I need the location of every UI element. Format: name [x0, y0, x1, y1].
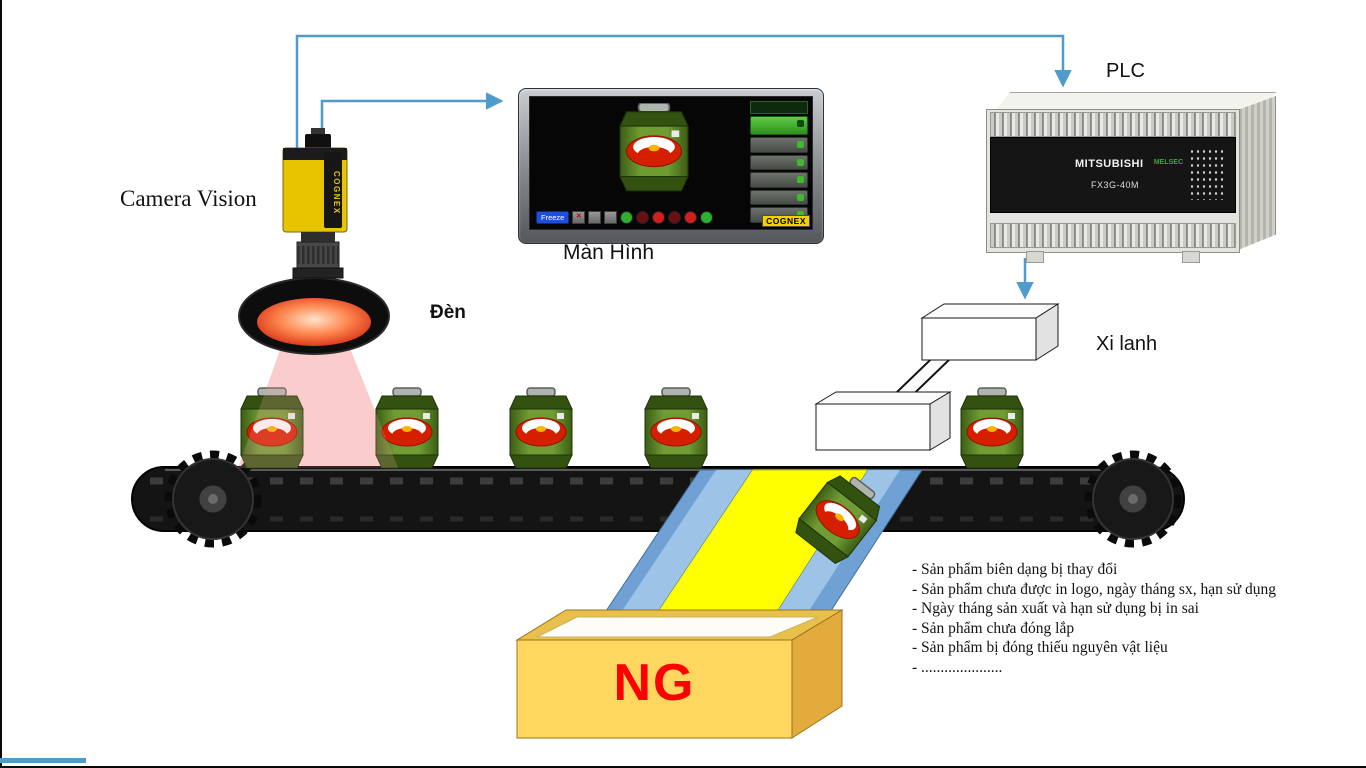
screen-menu-item: [750, 115, 808, 136]
hmi-monitor: Freeze ✕ COGNEX: [518, 88, 824, 244]
plc-brand-text: MITSUBISHI: [1075, 158, 1144, 170]
tool-icon: [604, 210, 618, 224]
plc-terminal-strip: [990, 112, 1236, 137]
menu-icon: [797, 211, 804, 219]
screen-led: [668, 210, 682, 224]
menu-icon: [797, 158, 804, 166]
cylinder-label: Xi lanh: [1096, 333, 1158, 355]
ng-box-inside: [536, 616, 819, 638]
menu-icon: [797, 176, 804, 184]
hmi-screen: Freeze ✕ COGNEX: [529, 96, 813, 230]
screen-menu-item: [750, 154, 808, 171]
cylinder-assembly: [814, 303, 1060, 451]
plc-front-face: MITSUBISHI MELSEC FX3G-40M: [986, 109, 1240, 253]
screen-toolbar: Freeze ✕: [536, 210, 714, 224]
ng-box-front: [516, 639, 793, 739]
plc-terminal-strip: [990, 223, 1236, 248]
menu-icon: [797, 141, 804, 149]
can-4: [644, 387, 708, 469]
screen-led: [652, 210, 666, 224]
defect-line: - .....................: [912, 658, 1003, 676]
plc-led-grid: [1189, 148, 1227, 200]
screen-led: [700, 210, 714, 224]
camera-label: Camera Vision: [120, 186, 257, 211]
plc-series-text: MELSEC: [1153, 159, 1183, 166]
screen-menu-panel: [750, 101, 808, 224]
screen-can-image: [619, 103, 689, 192]
ng-box: [515, 609, 844, 739]
can-3: [509, 387, 573, 469]
conveyor-belt: [131, 450, 1185, 548]
slide-bottom-border: [0, 766, 1366, 768]
camera-brand-text: COGNEX: [332, 171, 341, 215]
slide-left-border: [0, 0, 2, 768]
screen-led: [636, 210, 650, 224]
can-5: [960, 387, 1024, 469]
defect-line: - Ngày tháng sản xuất và hạn sử dụng bị …: [912, 600, 1199, 617]
slide-corner-accent: [0, 758, 86, 763]
plc-device: MITSUBISHI MELSEC FX3G-40M: [986, 92, 1276, 268]
ring-light-glow: [257, 298, 371, 346]
menu-icon: [797, 119, 804, 127]
plc-label: PLC: [1106, 60, 1145, 82]
screen-menu-item: [750, 189, 808, 206]
ng-label: NG: [613, 654, 696, 712]
freeze-button: Freeze: [536, 210, 570, 224]
screen-menu-item: [750, 172, 808, 188]
cognex-logo: COGNEX: [762, 215, 810, 227]
cylinder-pusher: [814, 391, 952, 451]
defect-line: - Sản phẩm bị đóng thiếu nguyên vật liệu: [912, 639, 1168, 656]
close-icon: ✕: [572, 210, 586, 224]
chute-rail-left-top: [616, 470, 752, 620]
light-beam-overlay: [238, 336, 398, 468]
screen-led: [620, 210, 634, 224]
ring-light: [238, 277, 390, 355]
screen-menu-item: [750, 137, 808, 153]
plc-mounting-tab: [1182, 251, 1200, 263]
gear-right: [1084, 450, 1182, 548]
plc-model-text: FX3G-40M: [1091, 180, 1140, 190]
plc-mounting-tab: [1026, 251, 1044, 263]
plc-side-face: [1238, 96, 1276, 250]
defect-line: - Sản phẩm chưa đóng lắp: [912, 619, 1075, 637]
camera-lens: [292, 232, 344, 279]
defect-line: - Sản phẩm biên dạng bị thay đổi: [912, 561, 1118, 578]
plc-panel: MITSUBISHI MELSEC FX3G-40M: [990, 137, 1236, 213]
wire-camera-to-monitor: [320, 92, 504, 148]
screen-menu-header: [750, 101, 808, 114]
tool-icon: [588, 210, 602, 224]
screen-led: [684, 210, 698, 224]
light-label: Đèn: [430, 302, 466, 323]
menu-icon: [797, 193, 804, 201]
defect-line: - Sản phẩm chưa được in logo, ngày tháng…: [912, 580, 1277, 598]
vision-camera: [282, 128, 348, 279]
monitor-label: Màn Hình: [563, 241, 655, 264]
gear-left: [164, 450, 262, 548]
wire-camera-to-plc: [295, 34, 1072, 148]
defect-notes: - Sản phẩm biên dạng bị thay đổi - Sản p…: [912, 560, 1332, 677]
cylinder-body: [920, 303, 1060, 361]
